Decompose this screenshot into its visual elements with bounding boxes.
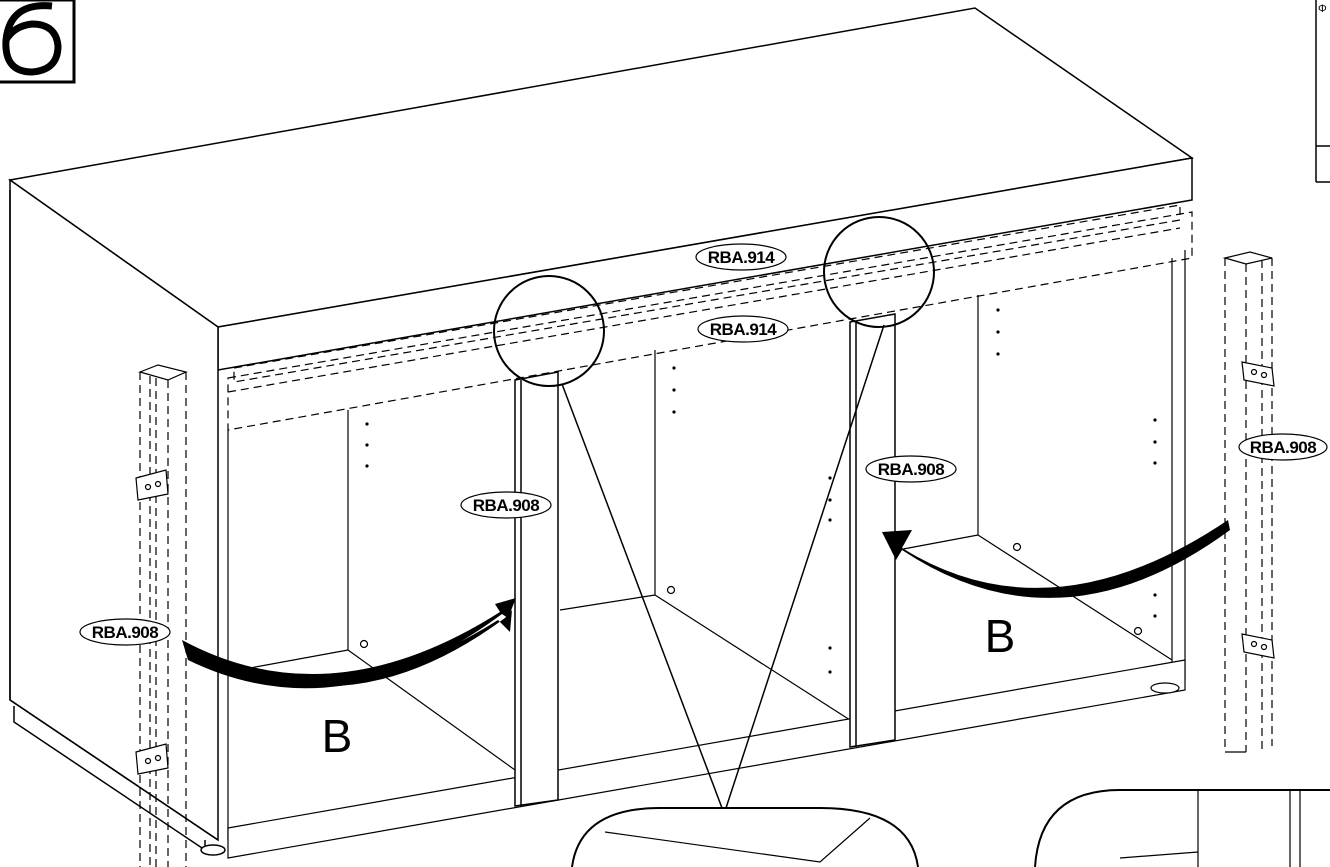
post-label-right: RBA.908 xyxy=(1250,438,1316,457)
left-post-brackets xyxy=(135,469,169,775)
right-loose-post xyxy=(1222,251,1273,753)
detail-bubble-right xyxy=(1034,789,1330,867)
detail-bubble-center xyxy=(571,807,919,867)
post-label-middle-left: RBA.908 xyxy=(473,496,539,515)
cabinet-left-side xyxy=(9,178,226,856)
arrow-right-to-post xyxy=(882,520,1230,598)
middle-post-left xyxy=(514,371,559,807)
middle-post-right xyxy=(849,313,896,748)
front-rail-dashed xyxy=(227,204,1193,431)
fitting-letter-left: B xyxy=(322,710,353,762)
label-post-middle-left: RBA.908 xyxy=(460,491,552,519)
arrow-left-to-post xyxy=(182,598,516,689)
step-number-box: 6 xyxy=(0,0,76,84)
rail-label-top: RBA.914 xyxy=(708,248,775,267)
detail-circle-right xyxy=(823,216,935,328)
label-rail-lower: RBA.914 xyxy=(697,315,789,343)
label-post-left: RBA.908 xyxy=(79,618,171,646)
label-rail-top: RBA.914 xyxy=(695,243,787,271)
svg-text:Φ: Φ xyxy=(1318,3,1327,15)
rail-label-lower: RBA.914 xyxy=(710,320,777,339)
shelf-pin-holes xyxy=(365,308,1157,674)
label-post-right: RBA.908 xyxy=(1238,433,1328,461)
detail-callout-lines xyxy=(561,324,885,809)
post-label-middle-right: RBA.908 xyxy=(878,460,944,479)
right-post-brackets xyxy=(1241,361,1275,659)
post-label-left: RBA.908 xyxy=(92,623,158,642)
fitting-letter-right: B xyxy=(985,610,1016,662)
label-post-middle-right: RBA.908 xyxy=(865,455,957,483)
reference-panel-cropped: Φ xyxy=(1315,0,1330,183)
detail-circle-left xyxy=(493,275,605,387)
